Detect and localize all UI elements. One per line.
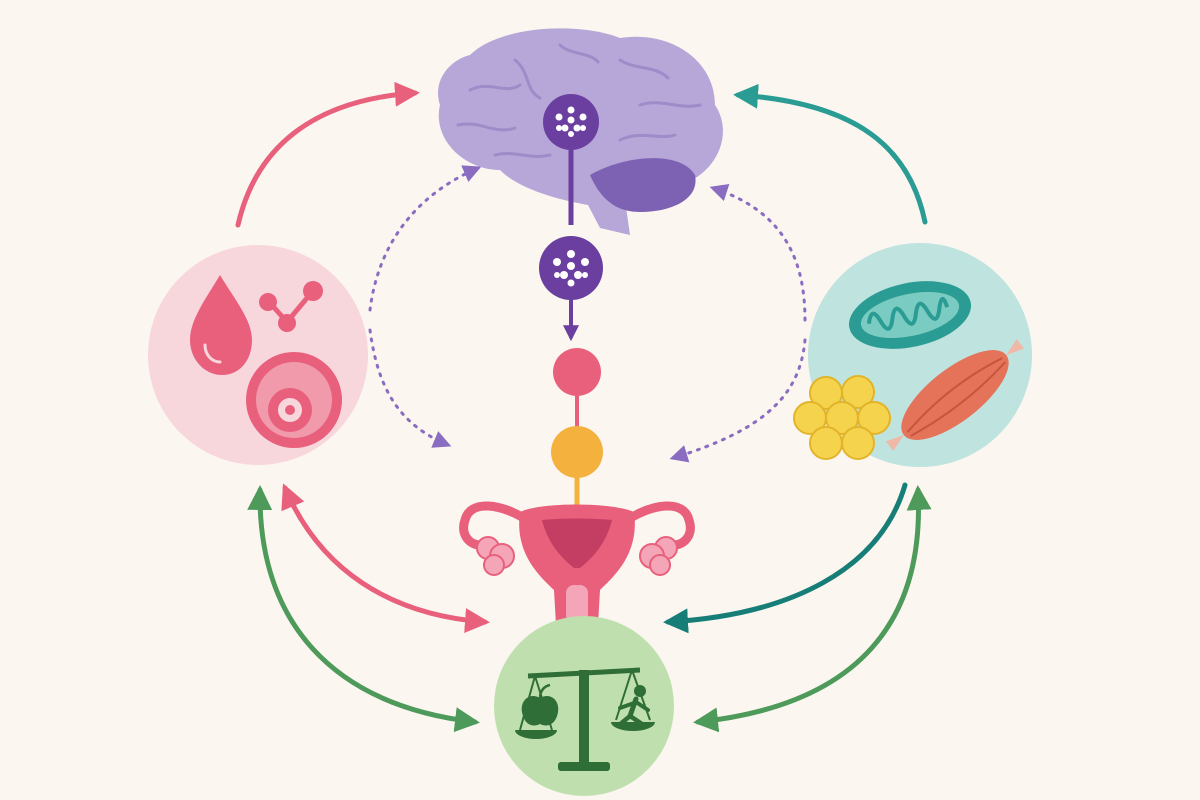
arrow-left-scale-double bbox=[247, 485, 480, 733]
pink-signal-node bbox=[553, 348, 601, 396]
signal-cascade bbox=[539, 94, 603, 540]
mitochondria-icon bbox=[848, 281, 972, 349]
dotted-arrow-left-to-uterus bbox=[368, 328, 452, 448]
runner-icon bbox=[615, 685, 650, 729]
energy-balance-circle bbox=[494, 616, 674, 796]
arrow-right-scale-double bbox=[693, 485, 932, 733]
apple-icon bbox=[521, 683, 559, 726]
hormone-signal-node-1 bbox=[543, 94, 599, 150]
dotted-arrow-right-to-uterus bbox=[669, 338, 807, 463]
fat-cells-icon bbox=[793, 375, 891, 460]
molecule-icon bbox=[259, 281, 323, 332]
arrow-left-to-brain bbox=[235, 81, 420, 228]
blood-hormone-circle bbox=[148, 245, 368, 465]
orange-signal-node bbox=[551, 426, 603, 478]
hormone-signal-node-2 bbox=[539, 236, 603, 300]
metabolism-circle bbox=[793, 243, 1032, 467]
feedback-arrows bbox=[235, 81, 932, 733]
dotted-arrow-left-to-brain bbox=[368, 165, 482, 312]
arrow-right-to-brain bbox=[733, 83, 928, 225]
egg-cell-icon bbox=[246, 352, 342, 448]
uterus-ovaries-icon bbox=[459, 501, 695, 625]
balance-scale-icon bbox=[515, 667, 655, 771]
muscle-icon bbox=[885, 339, 1025, 451]
